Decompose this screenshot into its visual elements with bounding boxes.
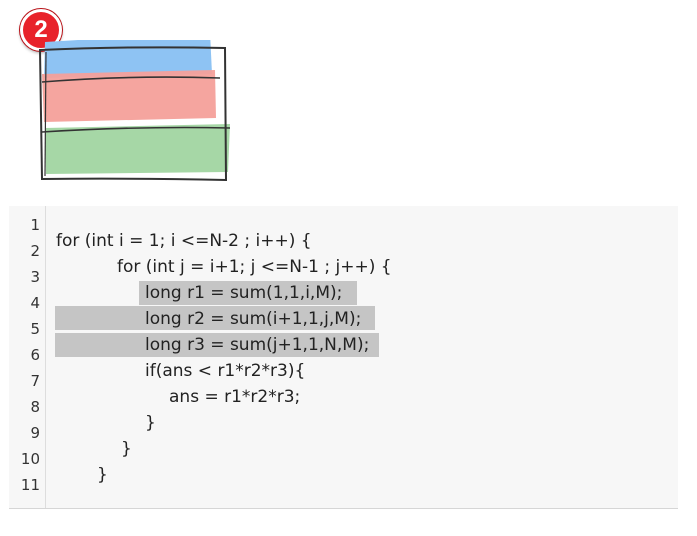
sketch-band-red — [42, 70, 216, 122]
sketch-divider-bottom — [41, 126, 231, 133]
code-line: long r2 = sum(i+1,1,j,M); — [145, 309, 362, 329]
line-number-5: 5 — [30, 320, 40, 338]
code-line: } — [97, 465, 108, 485]
code-editor: 1 2 3 4 5 6 7 8 9 10 11 for (int i = 1; … — [9, 206, 678, 509]
line-number-7: 7 — [30, 372, 40, 390]
line-number-4: 4 — [30, 294, 40, 312]
sketch-divider-top — [41, 76, 221, 83]
code-line: for (int j = i+1; j <=N-1 ; j++) { — [117, 257, 392, 277]
sketch-band-blue — [44, 40, 212, 78]
sketch-band-green — [45, 124, 230, 174]
code-line: ans = r1*r2*r3; — [169, 387, 301, 407]
line-number-2: 2 — [30, 242, 40, 260]
code-line: long r3 = sum(j+1,1,N,M); — [145, 335, 370, 355]
highlight-line-r3 — [55, 333, 379, 357]
code-line: } — [145, 413, 156, 433]
line-number-10: 10 — [20, 450, 40, 468]
line-number-9: 9 — [30, 424, 40, 442]
line-number-6: 6 — [30, 346, 40, 364]
sketch-inner-left — [44, 51, 47, 177]
code-line: if(ans < r1*r2*r3){ — [145, 361, 306, 381]
grid-split-sketch — [38, 40, 231, 182]
line-number-1: 1 — [30, 216, 40, 234]
step-number-badge: 2 — [20, 9, 62, 51]
highlight-line-r1 — [139, 281, 357, 305]
line-number-11: 11 — [20, 476, 40, 494]
line-number-gutter: 1 2 3 4 5 6 7 8 9 10 11 — [9, 206, 46, 508]
highlight-line-r2 — [55, 306, 375, 330]
step-number: 2 — [34, 16, 48, 43]
code-line: } — [121, 439, 132, 459]
line-number-3: 3 — [30, 268, 40, 286]
line-number-8: 8 — [30, 398, 40, 416]
sketch-outline — [38, 46, 228, 182]
code-line: long r1 = sum(1,1,i,M); — [145, 283, 343, 303]
code-line: for (int i = 1; i <=N-2 ; i++) { — [56, 231, 312, 251]
